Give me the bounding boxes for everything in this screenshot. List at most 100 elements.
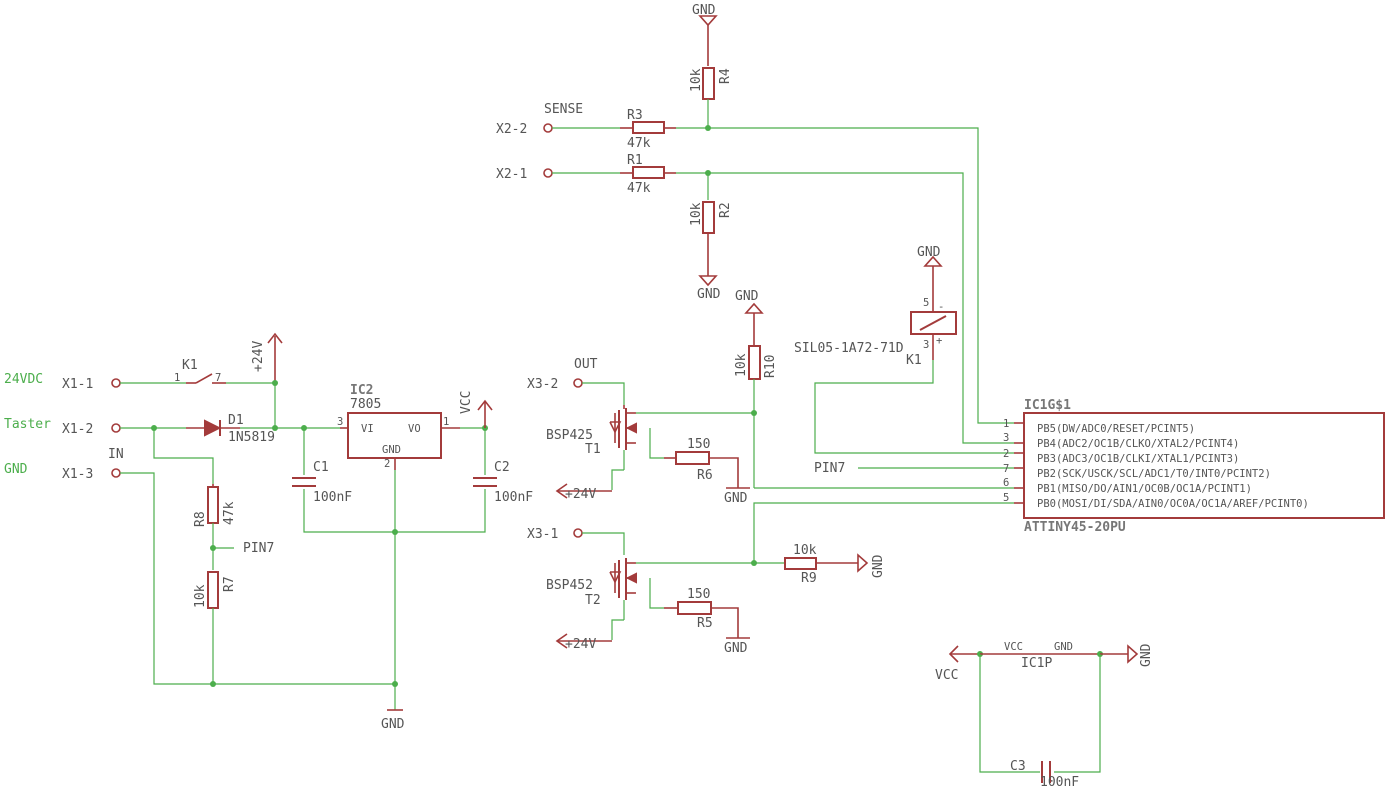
gnd-top-label: GND <box>692 3 716 18</box>
resistor-r10-value: 10k <box>734 353 749 377</box>
input-connectors: 24VDC Taster GND X1-1 X1-2 X1-3 IN <box>4 372 124 482</box>
relay-k1: GND 5 - 3 + SIL05-1A72-71D K1 <box>794 245 1014 454</box>
connector-x3-1-label: X3-1 <box>527 527 558 542</box>
mcu-pin-7-num: 7 <box>1003 463 1009 475</box>
resistor-r9-name: R9 <box>801 571 817 586</box>
capacitors-c1-c2: C1 100nF C2 100nF VCC <box>292 391 533 533</box>
connector-x2-1-label: X2-1 <box>496 167 527 182</box>
mcu-pin-3-label: PB4(ADC2/OC1B/CLKO/XTAL2/PCINT4) <box>1037 438 1239 450</box>
mcu-pin-2-num: 2 <box>1003 448 1009 460</box>
mcu-pin-7-label: PB2(SCK/USCK/SCL/ADC1/T0/INT0/PCINT2) <box>1037 468 1271 480</box>
relay-k1-pin5: 5 <box>923 297 929 309</box>
resistor-r6-name: R6 <box>697 468 713 483</box>
relay-k1-name: K1 <box>906 353 922 368</box>
gnd-r5-label: GND <box>724 641 748 656</box>
supply-plus24-t1-label: +24V <box>565 487 596 502</box>
supply-vcc-ic2-label: VCC <box>459 391 474 414</box>
resistor-r8-value: 47k <box>222 501 237 525</box>
supply-plus24-t2-label: +24V <box>565 637 596 652</box>
transistor-t2-value: BSP452 <box>546 578 593 593</box>
output-stage-t2: X3-1 +24V BSP452 T2 GND 150 R5 GND 10k <box>527 502 1014 656</box>
capacitor-c1-name: C1 <box>313 460 329 475</box>
resistor-r8-name: R8 <box>193 511 208 527</box>
mcu-pin-5-num: 5 <box>1003 492 1009 504</box>
net-label-24vdc: 24VDC <box>4 372 43 387</box>
mcu-name: IC1G$1 <box>1024 398 1071 413</box>
capacitor-c3-value: 100nF <box>1040 775 1079 790</box>
resistor-r7-value: 10k <box>193 584 208 608</box>
relay-k1-pin3: 3 <box>923 339 929 351</box>
diode-d1-value: 1N5819 <box>228 430 275 445</box>
relay-k1-value: SIL05-1A72-71D <box>794 341 904 356</box>
capacitor-c1-value: 100nF <box>313 490 352 505</box>
connector-x1-2-pad <box>111 423 121 433</box>
resistor-r6-value: 150 <box>687 437 710 452</box>
regulator-ic2: IC2 7805 VI VO GND 3 1 2 <box>337 383 460 684</box>
ground-bus-left: GND <box>120 472 405 732</box>
gnd-top: GND 10k R4 <box>689 3 733 128</box>
switch-k1-name: K1 <box>182 358 198 373</box>
gnd-r9-label: GND <box>871 554 886 578</box>
ic1p-gnd-pin: GND <box>1054 641 1073 653</box>
resistor-r5-value: 150 <box>687 587 710 602</box>
mcu-attiny45: IC1G$1 ATTINY45-20PU PIN7 1 PB5(DW/ADC0/… <box>814 398 1385 535</box>
net-label-taster: Taster <box>4 417 51 432</box>
mcu-value: ATTINY45-20PU <box>1024 520 1126 535</box>
gnd-r2-label: GND <box>697 287 721 302</box>
regulator-ic2-value: 7805 <box>350 397 381 412</box>
diode-d1: D1 1N5819 <box>120 413 340 445</box>
relay-k1-minus: - <box>938 301 944 313</box>
capacitor-c2-value: 100nF <box>494 490 533 505</box>
mcu-pin-5-label: PB0(MOSI/DI/SDA/AIN0/OC0A/OC1A/AREF/PCIN… <box>1037 498 1309 510</box>
connector-x1-2-label: X1-2 <box>62 422 93 437</box>
transistor-t1-name: T1 <box>585 442 601 457</box>
connector-x1-3-label: X1-3 <box>62 467 93 482</box>
resistor-r9-value: 10k <box>793 543 817 558</box>
gnd-ic1p-label: GND <box>1139 643 1154 667</box>
connector-x1-3-pad <box>111 468 121 478</box>
regulator-ic2-vo: VO <box>408 423 421 435</box>
connector-x2-2-label: X2-2 <box>496 122 527 137</box>
resistor-r4-value: 10k <box>689 68 704 92</box>
supply-vcc-ic1p-label: VCC <box>935 668 958 683</box>
mcu-pin-2-label: PB3(ADC3/OC1B/CLKI/XTAL1/PCINT3) <box>1037 453 1239 465</box>
transistor-t1-value: BSP425 <box>546 428 593 443</box>
resistor-r3-value: 47k <box>627 136 651 151</box>
supply-plus24-top: +24V <box>251 332 283 428</box>
resistor-r2-name: R2 <box>718 202 733 218</box>
switch-k1: K1 1 7 <box>120 358 275 384</box>
mcu-pin-6-num: 6 <box>1003 477 1009 489</box>
regulator-ic2-name: IC2 <box>350 383 373 398</box>
supply-plus24-top-label: +24V <box>251 341 266 372</box>
divider-r8-r7: PIN7 R8 47k 10k R7 <box>153 428 274 684</box>
net-label-in: IN <box>108 447 124 462</box>
regulator-ic2-gnd: GND <box>382 444 401 456</box>
regulator-ic2-vi: VI <box>361 423 374 435</box>
resistor-r1-name: R1 <box>627 153 643 168</box>
gnd-r6-label: GND <box>724 491 748 506</box>
diode-d1-name: D1 <box>228 413 244 428</box>
resistor-r4-name: R4 <box>718 68 733 84</box>
regulator-ic2-pin1: 1 <box>443 416 449 428</box>
net-label-sense: SENSE <box>544 102 583 117</box>
resistor-r2-value: 10k <box>689 202 704 226</box>
mcu-pin-3-num: 3 <box>1003 432 1009 444</box>
mcu-pin-6-label: PB1(MISO/DO/AIN1/OC0B/OC1A/PCINT1) <box>1037 483 1252 495</box>
connector-x1-1-label: X1-1 <box>62 377 93 392</box>
transistor-t2-name: T2 <box>585 593 601 608</box>
ic1p-vcc-pin: VCC <box>1004 641 1023 653</box>
gnd-bottom-label: GND <box>381 717 405 732</box>
gnd-r10-label: GND <box>735 289 759 304</box>
net-label-pin7-left: PIN7 <box>243 541 274 556</box>
mcu-pin-1-label: PB5(DW/ADC0/RESET/PCINT5) <box>1037 423 1195 435</box>
switch-k1-pin1: 1 <box>174 372 180 384</box>
regulator-ic2-pin2: 2 <box>384 458 390 470</box>
capacitor-c2-name: C2 <box>494 460 510 475</box>
connector-x3-2-label: X3-2 <box>527 377 558 392</box>
relay-k1-plus: + <box>936 335 942 347</box>
net-label-out: OUT <box>574 357 598 372</box>
resistor-r5-name: R5 <box>697 616 713 631</box>
sense-input-x2-2: SENSE X2-2 R3 47k <box>496 102 1014 424</box>
output-stage-t1: OUT X3-2 +24V BSP425 T1 GND 150 R6 <box>527 357 754 506</box>
